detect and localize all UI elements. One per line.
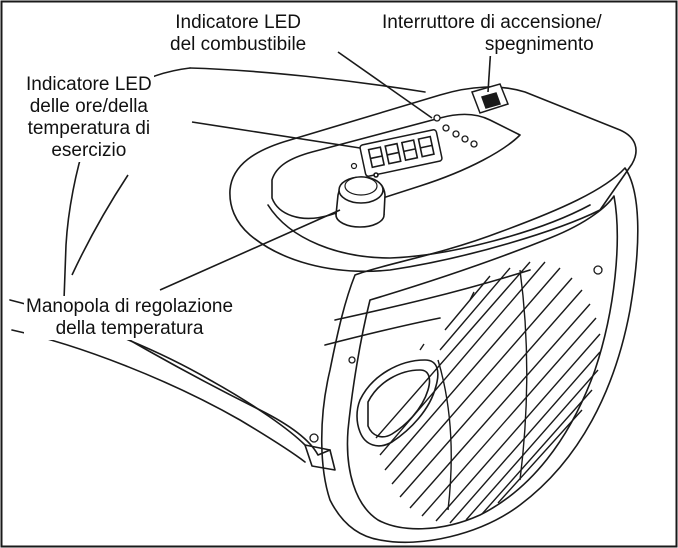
heater-body-bottom-line	[11, 329, 306, 463]
power-switch-icon	[471, 83, 509, 114]
hours-temp-display	[359, 129, 443, 177]
label-hours-temp-led-line1: Indicatore LED	[26, 74, 152, 95]
handle-opening-inner	[367, 369, 431, 438]
label-hours-temp-led-line3: temperatura di	[27, 118, 151, 139]
fan-grille	[375, 261, 601, 524]
small-led-dot	[350, 162, 358, 170]
leader-fuel-led	[337, 51, 433, 119]
label-power-switch-line1: Interruttore di accensione/	[382, 12, 602, 33]
label-fuel-led-line1: Indicatore LED	[175, 12, 301, 33]
leader-temp-knob	[159, 209, 341, 291]
label-hours-temp-led-line4: esercizio	[51, 140, 127, 161]
foot-left	[304, 444, 336, 471]
control-recess	[271, 113, 521, 220]
leader-body-curve	[71, 174, 129, 276]
top-panel	[229, 86, 637, 273]
label-temp-knob-line1: Manopola di regolazione	[26, 296, 234, 317]
side-rail-lower	[324, 317, 441, 346]
heater-back-seam	[189, 67, 426, 93]
label-temp-knob-line2: della temperatura	[55, 318, 204, 339]
screws	[309, 265, 603, 443]
top-panel-inner	[267, 204, 591, 259]
handle-opening	[356, 359, 439, 447]
leader-lines	[71, 29, 493, 291]
label-power-switch: Interruttore di accensione/ spegnimento	[380, 12, 604, 56]
leader-hours-temp-led	[191, 121, 361, 149]
label-power-switch-line2: spegnimento	[484, 34, 594, 55]
front-housing	[320, 167, 639, 544]
label-fuel-led: Indicatore LED del combustibile	[168, 12, 309, 56]
label-hours-temp-led: Indicatore LED delle ore/della temperatu…	[24, 74, 154, 162]
front-housing-rim	[346, 195, 619, 530]
label-temp-knob: Manopola di regolazione della temperatur…	[24, 296, 236, 340]
label-hours-temp-led-line2: delle ore/della	[29, 96, 148, 117]
fuel-leds	[433, 114, 478, 148]
label-fuel-led-line2: del combustibile	[170, 34, 307, 55]
temperature-knob-icon	[335, 172, 386, 228]
